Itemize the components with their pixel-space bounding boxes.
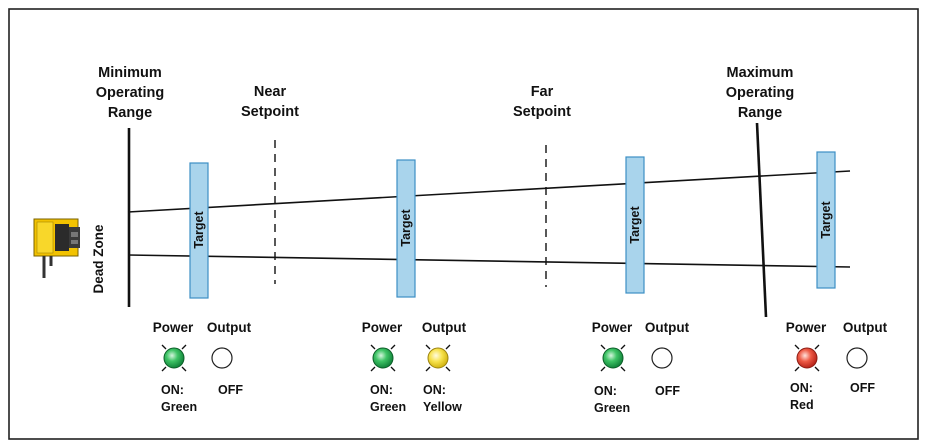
max-range-line: [755, 122, 768, 318]
indicator-group-1: Power Output ON: Green OFF: [153, 320, 252, 414]
target-2: Target: [396, 159, 416, 298]
power-state-line-2: Green: [370, 400, 406, 414]
power-label: Power: [362, 320, 403, 335]
svg-text:Range: Range: [738, 105, 782, 121]
svg-text:Maximum: Maximum: [727, 65, 794, 81]
power-state-line-2: Red: [790, 398, 814, 412]
indicator-group-4: Power Output ON: Red OFF: [786, 320, 888, 412]
power-state-line-1: ON:: [790, 381, 813, 395]
output-led-yellow-icon: [425, 344, 451, 372]
power-label: Power: [786, 320, 827, 335]
output-led-off-icon: [846, 347, 868, 369]
power-state-line-1: ON:: [594, 384, 617, 398]
power-led-green-icon: [370, 344, 396, 372]
svg-text:Near: Near: [254, 84, 287, 100]
svg-text:Operating: Operating: [96, 85, 164, 101]
max-range-label: Maximum Operating Range: [726, 65, 794, 121]
output-state-line-1: OFF: [218, 383, 243, 397]
output-state-line-1: ON:: [423, 383, 446, 397]
indicator-group-2: Power Output ON: Green ON: Yellow: [362, 320, 467, 414]
power-led-red-icon: [794, 344, 820, 372]
target-label: Target: [399, 209, 413, 247]
target-label: Target: [819, 201, 833, 239]
output-led-off-icon: [651, 347, 673, 369]
output-state-line-1: OFF: [850, 381, 875, 395]
target-3: Target: [625, 156, 645, 294]
far-setpoint-label: Far Setpoint: [513, 84, 571, 120]
power-label: Power: [153, 320, 194, 335]
output-state-line-2: Yellow: [423, 400, 462, 414]
svg-text:Minimum: Minimum: [98, 65, 162, 81]
beam-lower-line: [127, 254, 851, 268]
target-label: Target: [628, 206, 642, 244]
min-range-label: Minimum Operating Range: [96, 65, 164, 121]
target-label: Target: [192, 211, 206, 249]
dead-zone-label: Dead Zone: [91, 224, 106, 294]
output-label: Output: [645, 320, 690, 335]
power-state-line-1: ON:: [161, 383, 184, 397]
sensor-icon: [33, 218, 80, 278]
target-4: Target: [816, 151, 836, 289]
output-led-off-icon: [211, 347, 233, 369]
diagram-frame: [8, 8, 919, 440]
svg-text:Setpoint: Setpoint: [513, 104, 571, 120]
svg-text:Range: Range: [108, 105, 152, 121]
target-1: Target: [189, 162, 209, 299]
output-label: Output: [843, 320, 888, 335]
power-label: Power: [592, 320, 633, 335]
output-label: Output: [422, 320, 467, 335]
svg-text:Operating: Operating: [726, 85, 794, 101]
near-setpoint-label: Near Setpoint: [241, 84, 299, 120]
power-led-green-icon: [161, 344, 187, 372]
indicator-group-3: Power Output ON: Green OFF: [592, 320, 690, 415]
power-state-line-2: Green: [594, 401, 630, 415]
power-state-line-2: Green: [161, 400, 197, 414]
output-state-line-1: OFF: [655, 384, 680, 398]
svg-text:Far: Far: [531, 84, 554, 100]
beam-upper-line: [127, 170, 851, 213]
output-label: Output: [207, 320, 252, 335]
power-state-line-1: ON:: [370, 383, 393, 397]
power-led-green-icon: [600, 344, 626, 372]
svg-text:Setpoint: Setpoint: [241, 104, 299, 120]
